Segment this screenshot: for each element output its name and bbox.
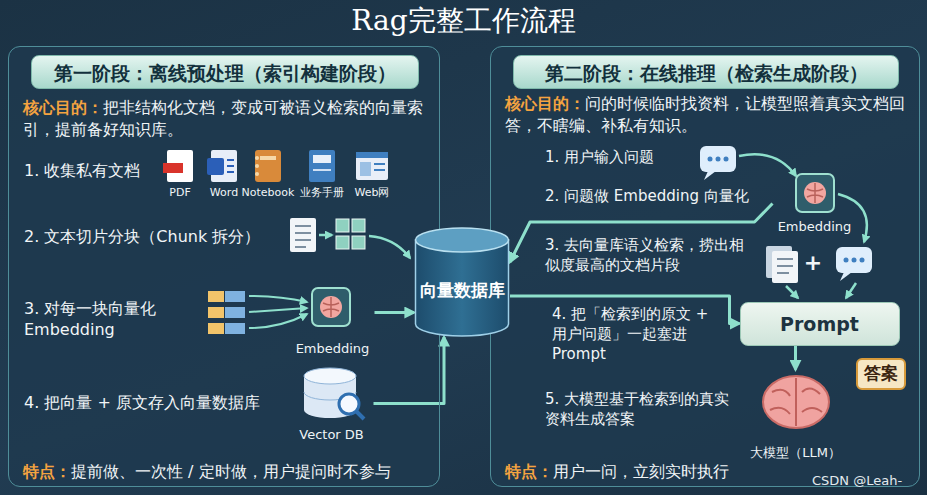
node-label: 向量数据库 bbox=[420, 263, 505, 302]
icon-label: Vector DB bbox=[299, 426, 364, 444]
step-text: 5. 大模型基于检索到的真实资料生成答案 bbox=[545, 390, 731, 430]
diagram-title: Rag完整工作流程 bbox=[0, 3, 927, 39]
panel-fill bbox=[8, 46, 440, 487]
flow-connector bbox=[374, 337, 445, 404]
stage-note: 核心目的：把非结构化文档，变成可被语义检索的向量索引，提前备好知识库。 bbox=[23, 97, 427, 141]
document-icon bbox=[766, 246, 798, 283]
note-key: 特点： bbox=[505, 462, 553, 481]
step-text: 1. 用户输入问题 bbox=[545, 148, 654, 168]
icon-caption: Word bbox=[204, 186, 244, 201]
note-text: 第一阶段：离线预处理（索引构建阶段） bbox=[54, 62, 396, 84]
icon-caption: 业务手册 bbox=[298, 186, 346, 201]
stage-header: 第二阶段：在线推理（检索生成阶段） bbox=[513, 55, 899, 89]
stage-note: 特点：提前做、一次性 / 定时做，用户提问时不参与 bbox=[23, 461, 427, 483]
step-text: 4. 把向量 + 原文存入向量数据库 bbox=[24, 392, 260, 413]
stage-panel: EmbeddingVector DB 第一阶段：离线预处理（索引构建阶段） 核心目的… bbox=[8, 46, 440, 487]
answer-badge: 答案 bbox=[856, 358, 906, 390]
note-key: 核心目的： bbox=[505, 94, 585, 113]
manual-icon bbox=[309, 150, 335, 182]
panel-fill bbox=[490, 46, 920, 487]
stage-note: 核心目的：问的时候临时找资料，让模型照着真实文档回答，不瞎编、补私有知识。 bbox=[505, 93, 905, 137]
step-text: 3. 对每一块向量化 Embedding bbox=[24, 298, 202, 340]
word-icon bbox=[207, 150, 237, 182]
embedding-chip: Embedding bbox=[291, 284, 375, 358]
chunk-icon bbox=[290, 218, 410, 258]
icon-label: Embedding bbox=[296, 340, 370, 358]
icon-label: Embedding bbox=[778, 218, 852, 236]
brain-icon bbox=[763, 376, 829, 428]
node-label: 答案 bbox=[864, 362, 898, 385]
chip-icon bbox=[312, 288, 350, 326]
note-text: 用户一问，立刻实时执行 bbox=[553, 462, 729, 481]
icon-caption: Web网 bbox=[353, 186, 391, 201]
step-text: 1. 收集私有文档 bbox=[24, 160, 140, 181]
flow-connector bbox=[375, 311, 415, 314]
step-text: 2. 文本切片分块（Chunk 拆分） bbox=[24, 226, 260, 247]
question-bubble bbox=[836, 247, 872, 281]
llm-brain: 大模型（LLM） bbox=[740, 370, 852, 462]
stage-header: 第一阶段：离线预处理（索引构建阶段） bbox=[31, 55, 419, 89]
watermark: CSDN @Leah- bbox=[812, 472, 902, 489]
note-text: 提前做、一次性 / 定时做，用户提问时不参与 bbox=[71, 462, 391, 481]
vector-database-cylinder: 向量数据库 bbox=[414, 226, 510, 338]
notebook-icon bbox=[255, 150, 281, 182]
pdf-icon bbox=[163, 150, 193, 182]
prompt-box: Prompt bbox=[740, 302, 900, 346]
step-text: 3. 去向量库语义检索，捞出相似度最高的文档片段 bbox=[545, 236, 757, 276]
node-label: Prompt bbox=[780, 313, 859, 335]
step-text: 4. 把「检索到的原文 + 用户问题」一起塞进 Prompt bbox=[552, 305, 724, 364]
flow-arrow bbox=[786, 286, 798, 298]
flow-arrow bbox=[846, 283, 856, 298]
chunk-stack bbox=[208, 291, 307, 334]
icon-label: 大模型（LLM） bbox=[750, 444, 841, 462]
vector-db-icon bbox=[304, 368, 364, 419]
web-icon bbox=[356, 152, 388, 180]
flow-connector bbox=[794, 346, 797, 370]
note-key: 特点： bbox=[23, 462, 71, 481]
plus-sign: + bbox=[801, 248, 825, 277]
embedding-chip: Embedding bbox=[773, 172, 857, 236]
note-key: 核心目的： bbox=[23, 98, 103, 117]
step-text: 2. 问题做 Embedding 向量化 bbox=[545, 187, 749, 207]
icon-caption: Notebook bbox=[240, 186, 296, 201]
note-text: 第二阶段：在线推理（检索生成阶段） bbox=[545, 62, 868, 84]
vector-db-icon: Vector DB bbox=[290, 364, 374, 444]
question-bubble bbox=[700, 146, 796, 180]
icon-caption: PDF bbox=[160, 186, 200, 201]
